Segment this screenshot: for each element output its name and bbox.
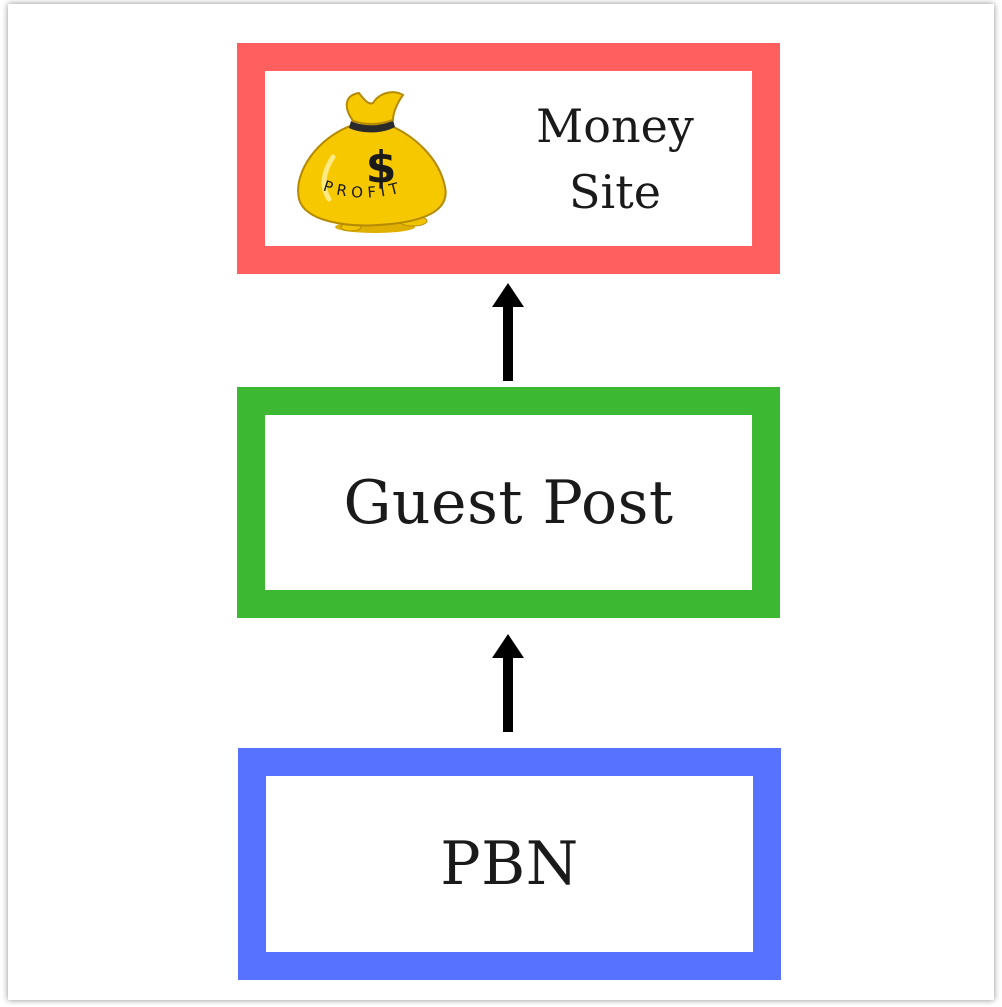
arrow-up-icon xyxy=(492,283,524,381)
money-site-line2: Site xyxy=(569,165,661,219)
guest-post-label: Guest Post xyxy=(343,467,674,538)
money-site-label: Money Site xyxy=(515,93,715,225)
money-site-node: $ PROFIT Money Site xyxy=(237,43,780,274)
guest-post-node: Guest Post xyxy=(237,387,780,618)
pbn-label: PBN xyxy=(440,829,579,899)
pbn-node: PBN xyxy=(238,748,781,980)
arrow-up-icon xyxy=(492,634,524,732)
money-bag-icon: $ PROFIT xyxy=(297,91,447,233)
bag-dollar-sign: $ xyxy=(366,142,397,193)
money-site-line1: Money xyxy=(536,99,694,153)
